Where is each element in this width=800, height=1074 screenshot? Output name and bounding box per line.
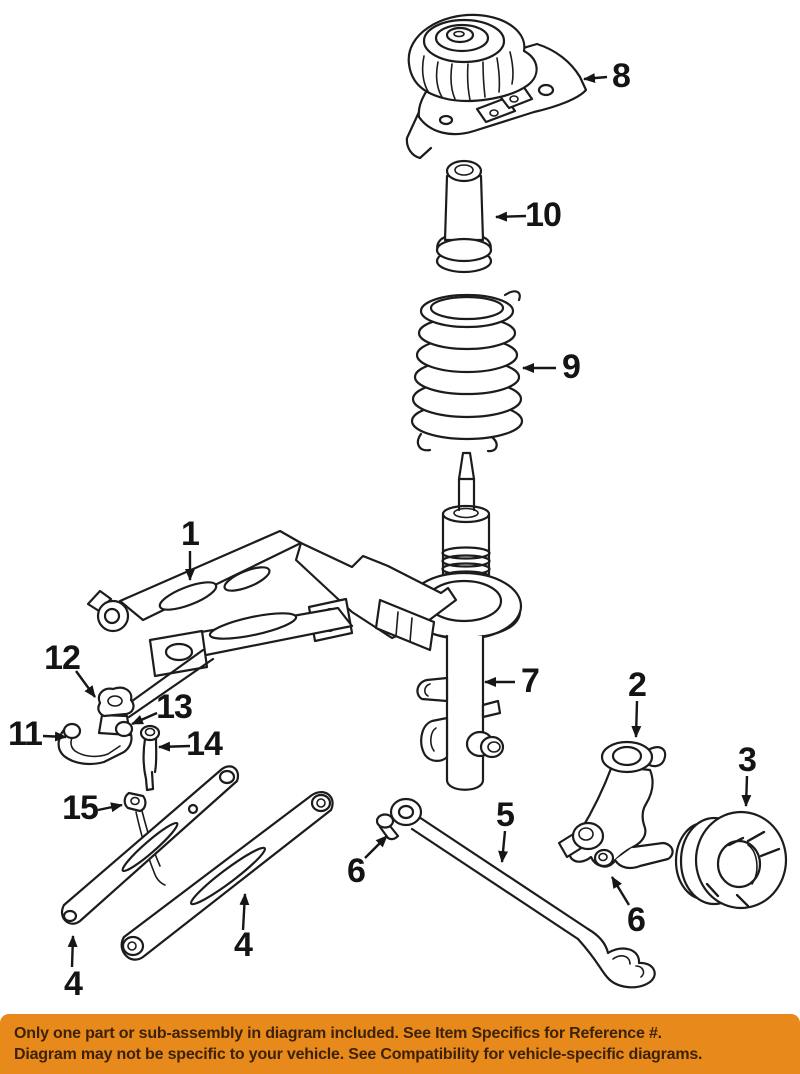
hub-bearing-part	[674, 810, 788, 910]
link-grommet-part	[123, 791, 166, 886]
suspension-parts-drawing	[57, 13, 788, 989]
lateral-arm-front-part	[61, 765, 240, 925]
callout-label-9: 9	[562, 348, 581, 386]
knuckle-part	[557, 740, 674, 870]
callout-label-12: 12	[44, 639, 81, 677]
disclaimer-line-2: Diagram may not be specific to your vehi…	[14, 1046, 703, 1063]
arm-bolt-part	[375, 813, 400, 841]
callout-label-10: 10	[525, 196, 562, 234]
dust-boot-part	[435, 159, 493, 274]
link-bolt-part	[139, 724, 161, 792]
disclaimer-banner: Only one part or sub-assembly in diagram…	[0, 1014, 800, 1074]
lateral-arm-rear-part	[120, 791, 334, 961]
callout-label-6a: 6	[347, 852, 366, 890]
strut-part	[405, 451, 523, 791]
track-rod-part	[389, 797, 656, 989]
coil-spring-part	[410, 290, 524, 453]
callout-label-1: 1	[181, 515, 200, 553]
callout-label-2: 2	[628, 666, 647, 704]
callout-label-7: 7	[521, 662, 540, 700]
callout-label-6b: 6	[627, 901, 646, 939]
callout-label-4b: 4	[234, 926, 253, 964]
callout-label-15: 15	[62, 789, 99, 827]
callout-label-4a: 4	[64, 965, 83, 1003]
callout-label-13: 13	[156, 688, 193, 726]
disclaimer-line-1: Only one part or sub-assembly in diagram…	[14, 1025, 662, 1042]
callout-label-5: 5	[496, 796, 515, 834]
callout-label-14: 14	[186, 725, 223, 763]
crossmember-part	[86, 529, 458, 719]
callout-label-11: 11	[8, 715, 43, 753]
stabilizer-link-part	[57, 720, 134, 766]
callout-label-3: 3	[738, 741, 757, 779]
strut-mount-part	[405, 13, 588, 160]
callout-label-8: 8	[612, 57, 631, 95]
